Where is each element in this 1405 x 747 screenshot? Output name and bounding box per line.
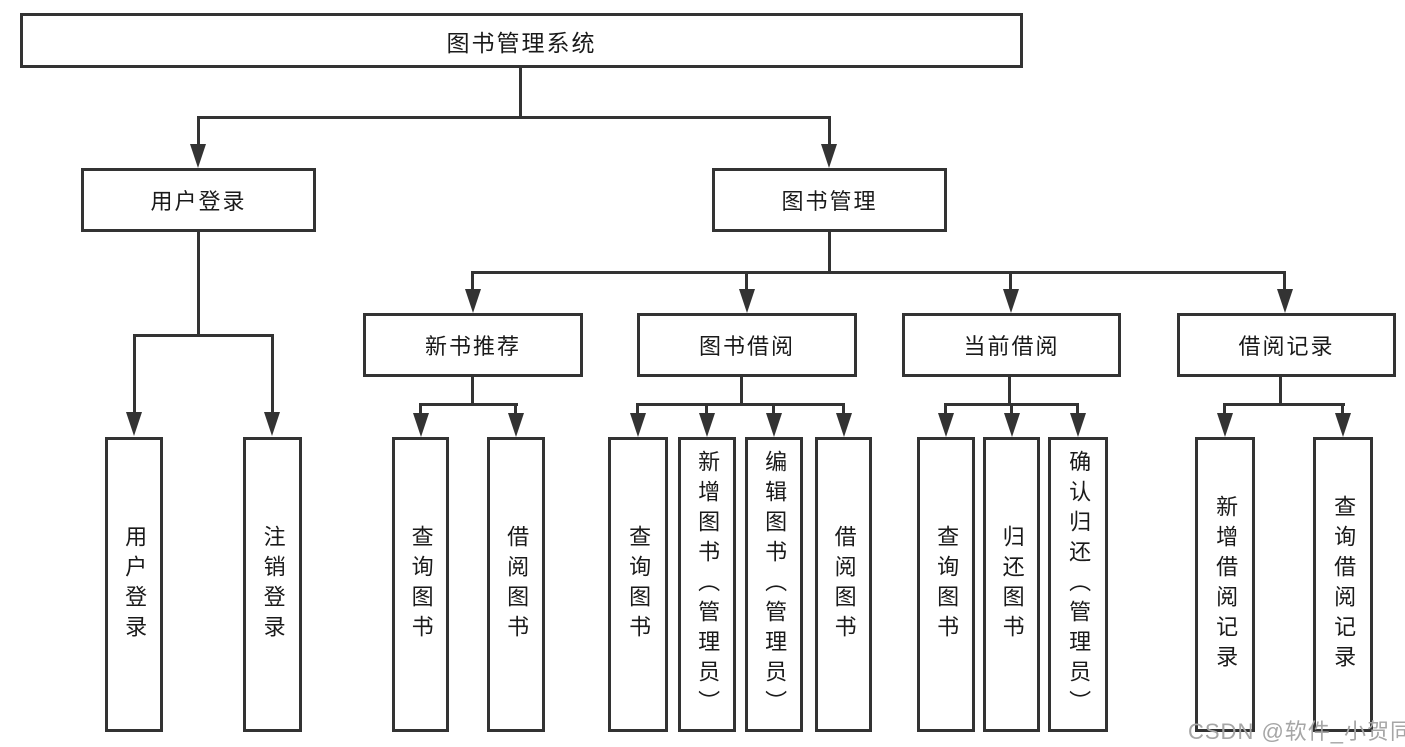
node-leaf-currentborrow-return: 归还图书 xyxy=(983,437,1040,732)
node-current-borrow: 当前借阅 xyxy=(902,313,1121,377)
connector-line xyxy=(944,403,947,415)
arrow-down-icon xyxy=(739,289,755,313)
connector-borrowrecords-stub xyxy=(1279,377,1282,406)
arrow-down-icon xyxy=(1003,289,1019,313)
connector-userlogin-stub xyxy=(197,232,200,337)
node-label: 当前借阅 xyxy=(963,334,1060,359)
arrow-down-icon xyxy=(126,412,142,436)
node-label: 用户登录 xyxy=(150,189,247,214)
connector-bookmgmt-stub xyxy=(828,232,831,274)
arrow-down-icon xyxy=(1335,413,1351,437)
connector-root-bus xyxy=(197,116,831,119)
connector-line xyxy=(1223,403,1226,415)
node-leaf-user-login: 用户登录 xyxy=(105,437,163,732)
node-label: 新增图书（管理员） xyxy=(695,449,721,720)
arrow-down-icon xyxy=(264,412,280,436)
node-book-mgmt-branch: 图书管理 xyxy=(712,168,947,232)
node-label: 确认归还（管理员） xyxy=(1066,449,1092,720)
arrow-down-icon xyxy=(413,413,429,437)
node-label: 借阅记录 xyxy=(1238,334,1335,359)
connector-line xyxy=(133,334,136,415)
node-label: 借阅图书 xyxy=(504,524,530,645)
node-leaf-bookborrow-query: 查询图书 xyxy=(608,437,668,732)
node-user-login-branch: 用户登录 xyxy=(81,168,316,232)
node-label: 注销登录 xyxy=(260,524,286,645)
connector-userlogin-bus xyxy=(133,334,274,337)
node-label: 查询图书 xyxy=(626,524,652,645)
connector-newbookrec-stub xyxy=(471,377,474,406)
node-label: 编辑图书（管理员） xyxy=(762,449,788,720)
arrow-down-icon xyxy=(1004,413,1020,437)
node-leaf-currentborrow-confirm: 确认归还（管理员） xyxy=(1048,437,1108,732)
connector-line xyxy=(1010,403,1013,415)
node-label: 归还图书 xyxy=(999,524,1025,645)
connector-line xyxy=(772,403,775,415)
arrow-down-icon xyxy=(1217,413,1233,437)
node-new-book-rec: 新书推荐 xyxy=(363,313,583,377)
node-borrow-records: 借阅记录 xyxy=(1177,313,1396,377)
connector-line xyxy=(745,271,748,291)
arrow-down-icon xyxy=(836,413,852,437)
arrow-down-icon xyxy=(821,144,837,168)
node-book-borrow: 图书借阅 xyxy=(637,313,857,377)
node-label: 新增借阅记录 xyxy=(1213,494,1239,675)
connector-line xyxy=(705,403,708,415)
arrow-down-icon xyxy=(1277,289,1293,313)
node-leaf-bookborrow-add: 新增图书（管理员） xyxy=(678,437,736,732)
connector-line xyxy=(1009,271,1012,291)
connector-line xyxy=(842,403,845,415)
node-leaf-records-query: 查询借阅记录 xyxy=(1313,437,1373,732)
arrow-down-icon xyxy=(508,413,524,437)
connector-line xyxy=(197,116,200,146)
connector-line xyxy=(828,116,831,146)
connector-borrowrecords-bus xyxy=(1223,403,1345,406)
node-leaf-bookborrow-borrow: 借阅图书 xyxy=(815,437,872,732)
arrow-down-icon xyxy=(1070,413,1086,437)
connector-bookborrow-stub xyxy=(740,377,743,406)
arrow-down-icon xyxy=(465,289,481,313)
node-root: 图书管理系统 xyxy=(20,13,1023,68)
connector-line xyxy=(1283,271,1286,291)
node-label: 查询借阅记录 xyxy=(1331,494,1357,675)
connector-line xyxy=(471,271,474,291)
connector-newbookrec-bus xyxy=(419,403,518,406)
node-label: 图书借阅 xyxy=(698,334,795,359)
connector-bookborrow-bus xyxy=(636,403,845,406)
connector-bookmgmt-bus xyxy=(471,271,1286,274)
node-label: 新书推荐 xyxy=(424,334,521,359)
arrow-down-icon xyxy=(938,413,954,437)
node-label: 用户登录 xyxy=(122,524,148,645)
arrow-down-icon xyxy=(190,144,206,168)
arrow-down-icon xyxy=(630,413,646,437)
connector-root-stub xyxy=(519,68,522,117)
node-leaf-newbook-borrow: 借阅图书 xyxy=(487,437,545,732)
node-label: 图书管理 xyxy=(781,189,878,214)
connector-line xyxy=(514,403,517,415)
connector-currentborrow-stub xyxy=(1008,377,1011,406)
arrow-down-icon xyxy=(699,413,715,437)
connector-line xyxy=(636,403,639,415)
csdn-watermark: CSDN @软件_小贺同学 xyxy=(1188,719,1405,744)
node-leaf-currentborrow-query: 查询图书 xyxy=(917,437,975,732)
node-leaf-newbook-query: 查询图书 xyxy=(392,437,449,732)
connector-line xyxy=(1341,403,1344,415)
node-label: 图书管理系统 xyxy=(446,29,597,56)
node-leaf-bookborrow-edit: 编辑图书（管理员） xyxy=(745,437,803,732)
connector-line xyxy=(1076,403,1079,415)
node-label: 查询图书 xyxy=(934,524,960,645)
node-label: 查询图书 xyxy=(408,524,434,645)
node-label: 借阅图书 xyxy=(831,524,857,645)
node-leaf-records-add: 新增借阅记录 xyxy=(1195,437,1255,732)
arrow-down-icon xyxy=(766,413,782,437)
node-leaf-logout: 注销登录 xyxy=(243,437,302,732)
connector-line xyxy=(271,334,274,415)
connector-line xyxy=(419,403,422,415)
